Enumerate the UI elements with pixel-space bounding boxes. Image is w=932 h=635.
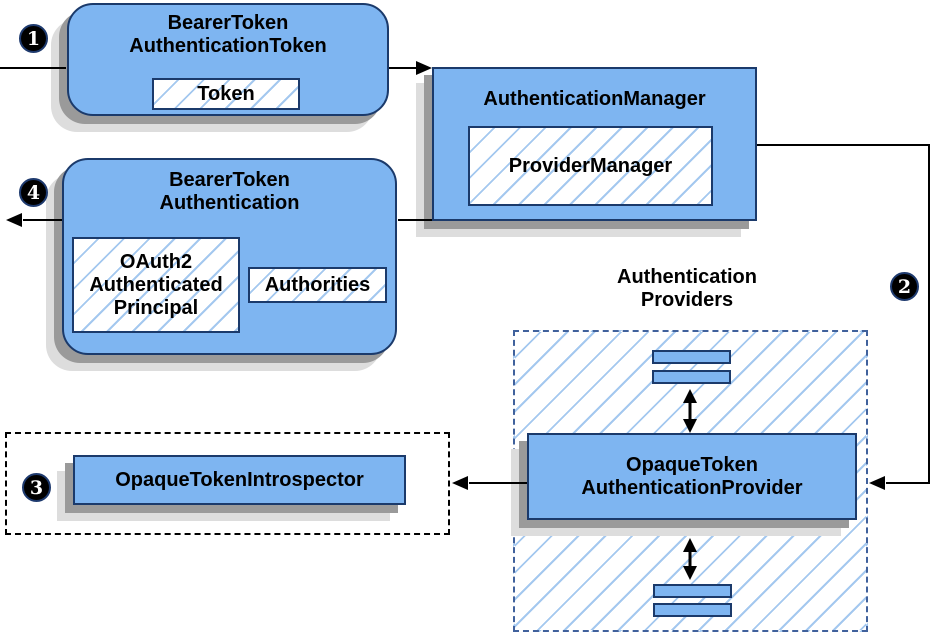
- arrowhead-authentication-out: [6, 213, 22, 227]
- bearer-token-authentication-title: BearerToken Authentication: [159, 169, 300, 214]
- token-member-box: Token: [152, 78, 300, 110]
- opaque-token-introspector-box: OpaqueTokenIntrospector: [73, 455, 406, 505]
- step-2-badge: 2: [890, 272, 919, 301]
- provider-stub-bar: [653, 603, 732, 617]
- provider-stub-bar: [652, 350, 731, 364]
- authentication-providers-label: Authentication Providers: [617, 266, 757, 311]
- bearer-token-authentication-token-title: BearerToken AuthenticationToken: [129, 12, 327, 57]
- arrowhead-to-manager: [416, 61, 432, 75]
- opaque-token-authentication-provider-box: OpaqueToken AuthenticationProvider: [527, 433, 857, 520]
- provider-stub-bar: [652, 370, 731, 384]
- step-3-badge: 3: [22, 473, 51, 502]
- step-4-badge: 4: [19, 178, 48, 207]
- step-1-badge: 1: [19, 24, 48, 53]
- authorities-member-box: Authorities: [248, 267, 387, 303]
- arrowhead-to-provider: [869, 476, 885, 490]
- provider-manager-member-box: ProviderManager: [468, 126, 713, 206]
- oauth2-authenticated-principal-member-box: OAuth2 Authenticated Principal: [72, 237, 240, 333]
- authentication-manager-title: AuthenticationManager: [483, 88, 706, 110]
- provider-stub-bar: [653, 584, 732, 598]
- arrowhead-to-introspector: [452, 476, 468, 490]
